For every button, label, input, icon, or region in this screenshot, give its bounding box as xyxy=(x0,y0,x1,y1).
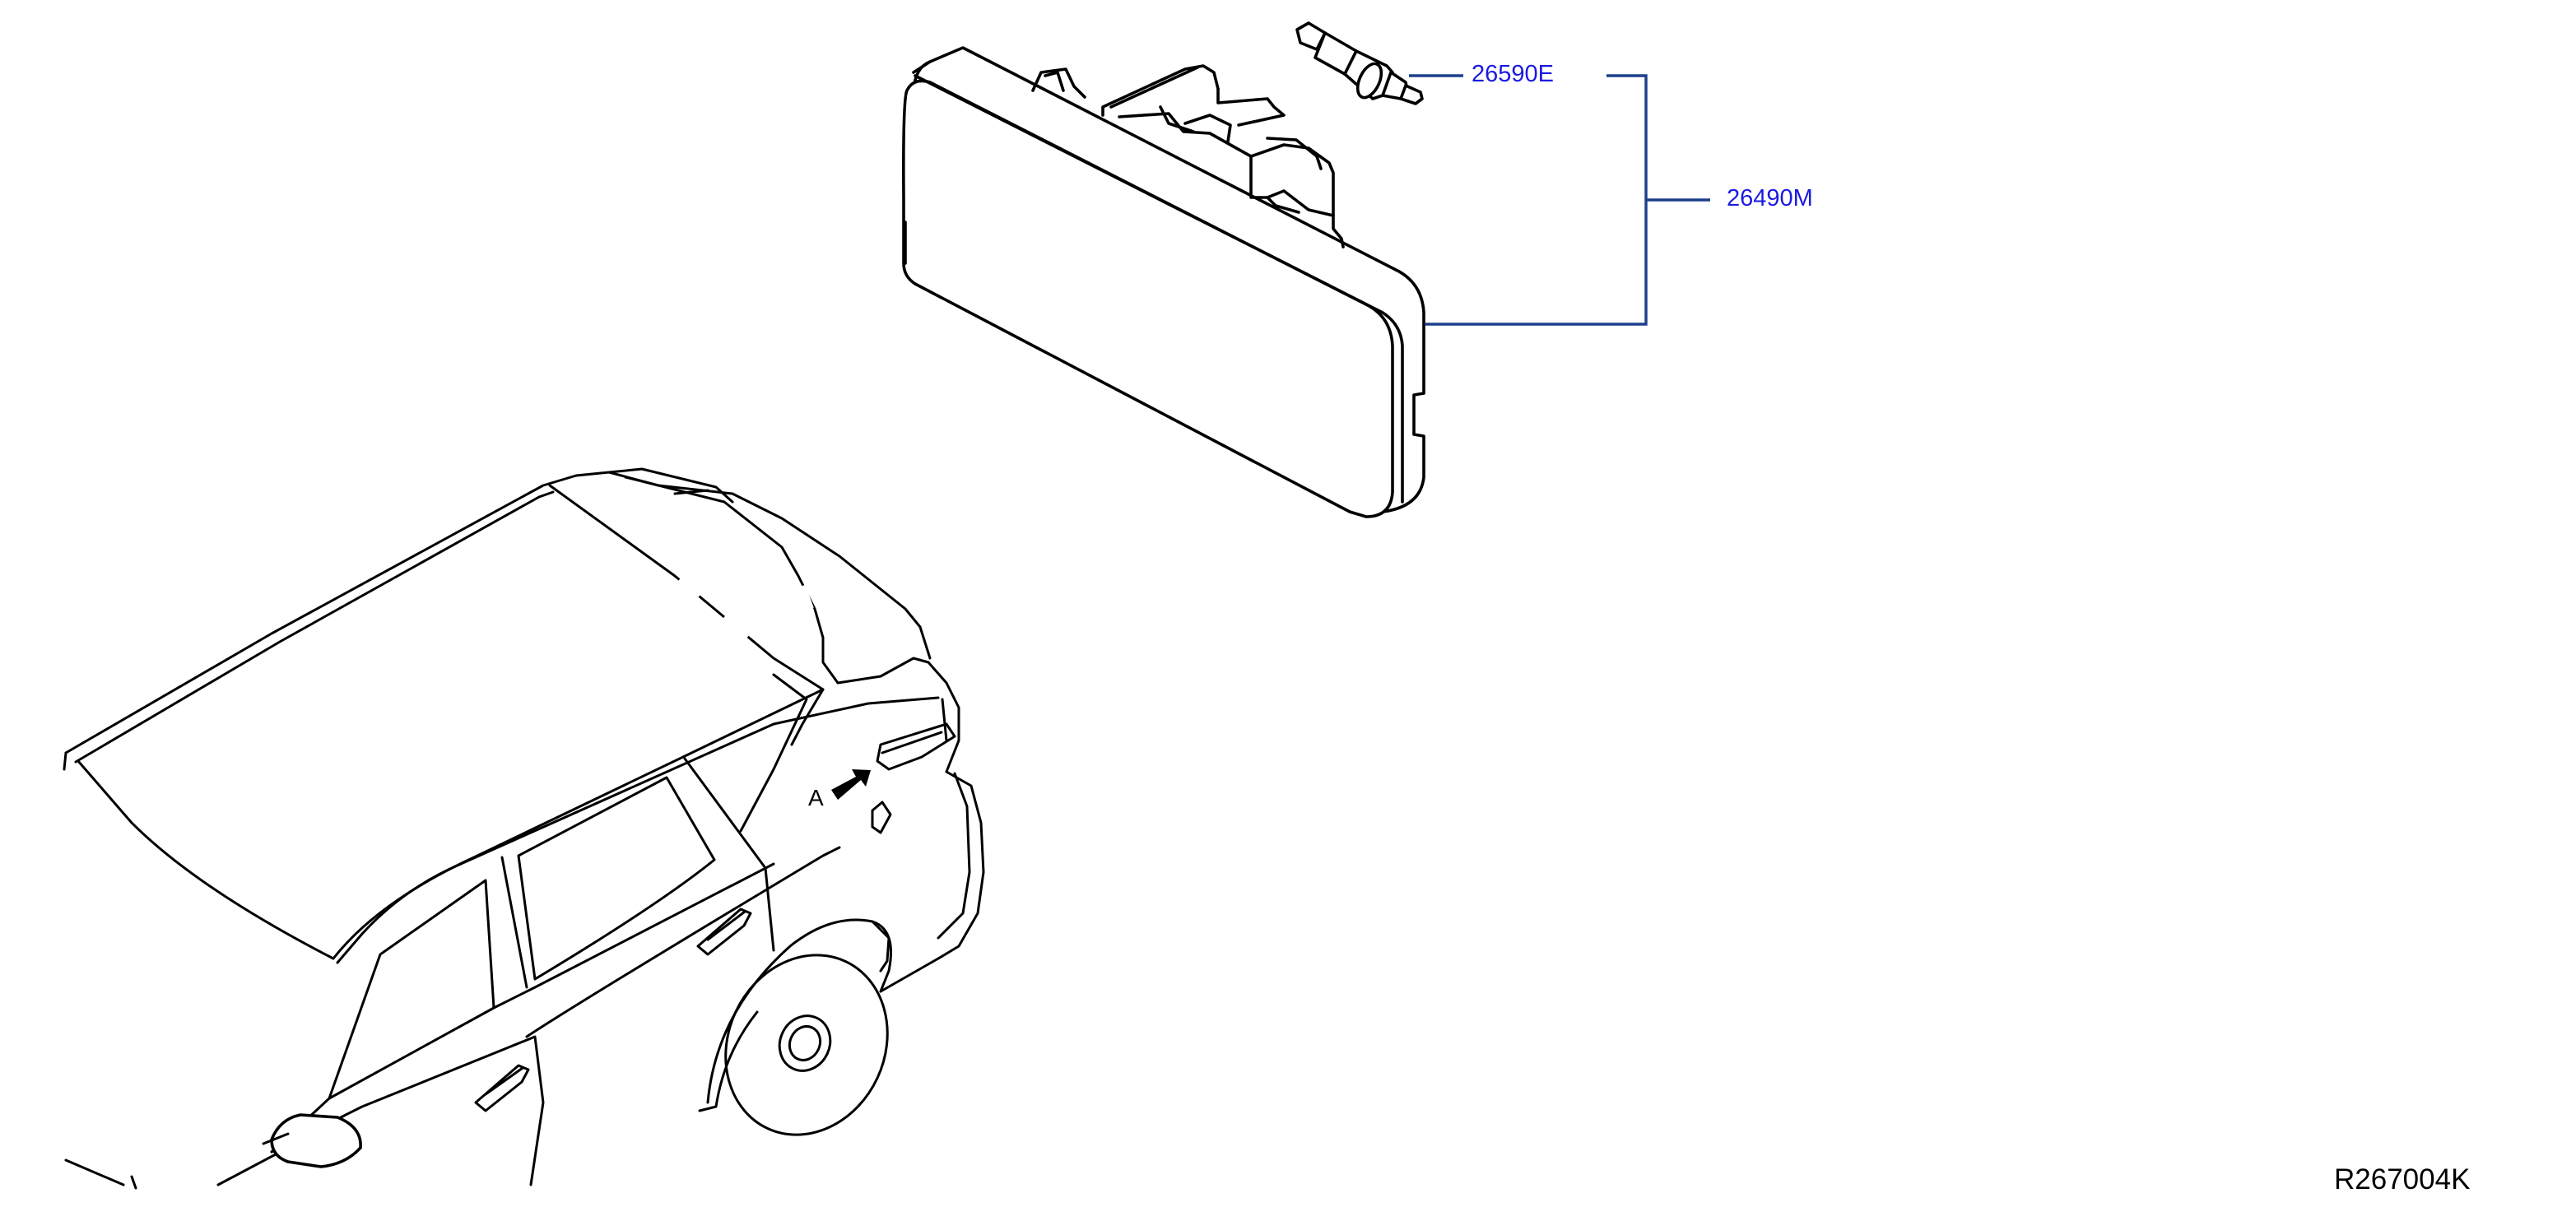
lamp-assembly xyxy=(902,46,1425,518)
front-door-window xyxy=(328,879,495,1100)
roof-line xyxy=(64,471,922,754)
diagram-reference-code: R267004K xyxy=(2334,1163,2471,1195)
vehicle-outline xyxy=(63,467,985,1190)
lamp-housing-rear xyxy=(1031,64,1345,248)
lamp-lens xyxy=(902,79,1394,518)
leader-bracket xyxy=(1425,74,1648,326)
side-mirror xyxy=(270,1113,362,1168)
door-handle-rear xyxy=(696,908,752,956)
door-handle-front xyxy=(474,1064,530,1112)
lamp-frame xyxy=(912,46,1425,516)
view-arrow xyxy=(831,769,871,800)
callout-leaders xyxy=(1409,74,1710,326)
rear-door-window xyxy=(517,776,716,981)
wheel xyxy=(724,954,889,1136)
bulb xyxy=(1295,21,1424,105)
part-callout-bulb: 26590E xyxy=(1472,61,1554,87)
roof-gaps xyxy=(220,577,916,658)
wheel-arch xyxy=(706,918,890,1104)
part-callout-lamp-assembly: 26490M xyxy=(1727,185,1813,211)
windshield xyxy=(77,759,335,960)
view-marker-label: A xyxy=(808,785,824,810)
